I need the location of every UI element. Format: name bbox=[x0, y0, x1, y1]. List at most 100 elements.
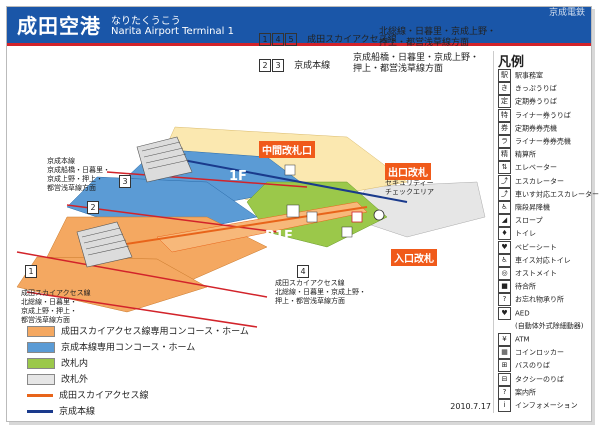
line-legend-label: 京成本線 bbox=[59, 407, 96, 417]
area-legend-label: 京成本線専用コンコース・ホーム bbox=[61, 343, 196, 353]
slope-icon: ◢ bbox=[498, 214, 511, 228]
aed-map-icon bbox=[351, 211, 363, 223]
track-line-red bbox=[16, 251, 268, 298]
information-desk-icon: ? bbox=[498, 385, 511, 399]
escalator-icon: ⤴ bbox=[498, 174, 511, 188]
legend-item: ラライナー券券売機 bbox=[498, 135, 571, 148]
elevator-icon: ⇅ bbox=[498, 161, 511, 175]
route-line-name: 京成本線 bbox=[294, 61, 331, 71]
legend-item-label: (自動体外式除細動器) bbox=[515, 321, 584, 330]
legend-item-label: ATM bbox=[515, 335, 530, 344]
station-title-reading: なりたくうこう bbox=[111, 16, 181, 27]
line-legend-item: 京成本線 bbox=[27, 405, 287, 419]
legend-item-label: ベビーシート bbox=[515, 243, 557, 252]
line-legend-item: 成田スカイアクセス線 bbox=[27, 389, 287, 403]
dest-keisei-left: 京成本線 京成船橋・日暮里・ 京成上野・押上・ 都営浅草線方面 bbox=[47, 157, 110, 192]
route-line-name: 成田スカイアクセス線 bbox=[307, 35, 397, 45]
platform-number: 3 bbox=[119, 175, 131, 188]
platform-number: 4 bbox=[297, 265, 309, 278]
information-map-icon bbox=[373, 209, 385, 221]
floor-b1f-label: B1F bbox=[265, 229, 293, 244]
locker-icon: ▦ bbox=[498, 346, 511, 360]
platform-number: 2 bbox=[87, 201, 99, 214]
legend-item: ¥ATM bbox=[498, 333, 530, 346]
legend-item-label: エスカレーター bbox=[515, 177, 564, 186]
legend-item: ⤴車いす対応エスカレーター bbox=[498, 187, 599, 201]
route-number: 3 bbox=[272, 59, 284, 72]
legend-item-label: 階段昇降機 bbox=[515, 203, 550, 212]
legend-item-label: 精算所 bbox=[515, 150, 536, 159]
legend-item: ♿車イス対応トイレ bbox=[498, 253, 571, 267]
legend-item-label: 車いす対応エスカレーター bbox=[515, 190, 599, 199]
legend-item: ⇅ エレベーター bbox=[498, 161, 557, 175]
information-icon: i bbox=[498, 399, 511, 412]
legend-item-label: 駅事務室 bbox=[515, 71, 543, 80]
station-office-icon: 駅 bbox=[498, 69, 511, 82]
dest-skyaccess-left: 成田スカイアクセス線 北総線・日暮里・ 京成上野・押上・ 都営浅草線方面 bbox=[21, 289, 91, 324]
legend-item-label: コインロッカー bbox=[515, 348, 564, 357]
area-legend-item: 改札内 bbox=[27, 357, 287, 371]
legend-title: 凡例 bbox=[498, 55, 525, 70]
line-legend-label: 成田スカイアクセス線 bbox=[59, 391, 149, 401]
legend-item: ききっぷうりば bbox=[498, 82, 557, 96]
legend-item-label: エレベーター bbox=[515, 163, 557, 172]
fare-adjustment-icon: 精 bbox=[498, 148, 511, 162]
floor-1f-label: 1F bbox=[229, 169, 247, 184]
gate-middle-label: 中間改札口 bbox=[259, 141, 315, 158]
legend-item-label: バスのりば bbox=[515, 361, 550, 370]
platform-number: 1 bbox=[25, 265, 37, 278]
track-line-red bbox=[26, 291, 258, 328]
header-bar: 成田空港 なりたくうこう Narita Airport Terminal 1 京… bbox=[7, 7, 591, 43]
lost-found-icon: ? bbox=[498, 293, 511, 307]
route-dest-line: 押上・都営浅草線方面 bbox=[353, 64, 444, 74]
legend-item-label: 案内所 bbox=[515, 388, 536, 397]
fare-map-icon bbox=[284, 164, 296, 176]
ostomate-icon: ◎ bbox=[498, 267, 511, 280]
area-legend-label: 成田スカイアクセス線専用コンコース・ホーム bbox=[61, 327, 249, 337]
area-swatch bbox=[27, 342, 55, 353]
track-line-red bbox=[106, 171, 308, 188]
legend-item-label: スロープ bbox=[515, 216, 543, 225]
line-swatch bbox=[27, 394, 53, 397]
legend-item: 精精算所 bbox=[498, 148, 536, 162]
legend-item: ♥ベビーシート bbox=[498, 240, 557, 254]
legend-item: 駅駅事務室 bbox=[498, 69, 543, 82]
legend-item: ?お忘れ物承り所 bbox=[498, 293, 564, 307]
legend-item: 特ライナー券うりば bbox=[498, 108, 571, 122]
legend-item-label: ライナー券うりば bbox=[515, 111, 571, 120]
legend-item: ⤴ エスカレーター bbox=[498, 174, 564, 188]
station-title: 成田空港 bbox=[17, 14, 101, 38]
legend-item-label: きっぷうりば bbox=[515, 84, 557, 93]
legend-item: (自動体外式除細動器) bbox=[498, 320, 583, 333]
line-swatch bbox=[27, 410, 53, 413]
area-legend-label: 改札内 bbox=[61, 359, 89, 369]
station-title-english: Narita Airport Terminal 1 bbox=[111, 26, 234, 37]
legend-item-label: ライナー券券売機 bbox=[515, 137, 571, 146]
elevator-map-icon bbox=[341, 226, 353, 238]
accessible-toilet-icon: ♿ bbox=[498, 253, 511, 267]
legend-item: ▦ コインロッカー bbox=[498, 346, 564, 360]
dest-skyaccess-bottom: 成田スカイアクセス線 北総線・日暮里・京成上野・ 押上・都営浅草線方面 bbox=[275, 279, 366, 305]
legend-item: ■待合所 bbox=[498, 280, 536, 294]
legend-item: ♥AED bbox=[498, 306, 530, 320]
corner-text: 京成電鉄 bbox=[548, 8, 585, 18]
legend-item-label: 定期券券売機 bbox=[515, 124, 557, 133]
gate-entrance-label: 入口改札 bbox=[391, 249, 437, 266]
legend-item: 券定期券券売機 bbox=[498, 121, 557, 135]
liner-machine-icon: ラ bbox=[498, 135, 511, 148]
legend-item: ⊟タクシーのりば bbox=[498, 372, 564, 386]
taxi-icon: ⊟ bbox=[498, 372, 511, 386]
stairs-b1f bbox=[76, 221, 133, 268]
ticket-icon: き bbox=[498, 82, 511, 96]
legend-panel: 凡例 駅駅事務室ききっぷうりば定定期券うりば特ライナー券うりば券定期券券売機ララ… bbox=[493, 51, 599, 413]
pass-machine-icon: 券 bbox=[498, 121, 511, 135]
gate-exit-label: 出口改札 bbox=[385, 163, 431, 180]
legend-item: ◎オストメイト bbox=[498, 267, 557, 280]
bus-icon: ⊞ bbox=[498, 359, 511, 373]
legend-item: 定定期券うりば bbox=[498, 95, 557, 109]
route-skyaccess-dest: 北総線・日暮里・京成上野・ 押上・都営浅草線方面 bbox=[379, 27, 496, 49]
legend-item-label: 待合所 bbox=[515, 282, 536, 291]
route-number: 5 bbox=[285, 33, 297, 46]
